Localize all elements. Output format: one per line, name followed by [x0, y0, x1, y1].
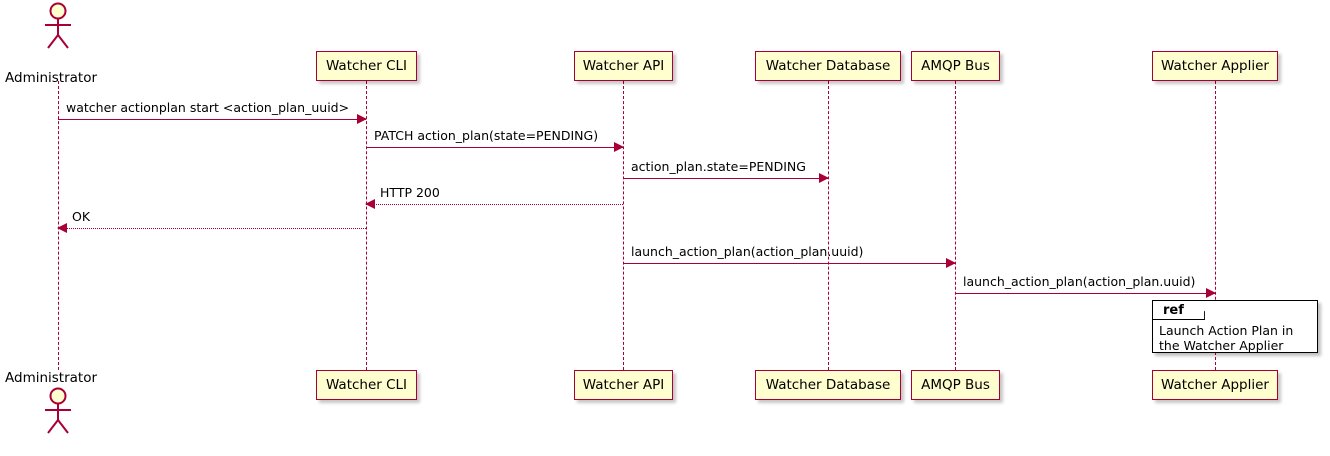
message-arrowhead	[57, 223, 67, 233]
actor-label-top-administrator: Administrator	[5, 70, 98, 86]
lifeline-watcher-applier	[1215, 81, 1216, 370]
message-label: action_plan.state=PENDING	[631, 159, 806, 174]
participant-label: AMQP Bus	[921, 377, 990, 393]
message-line	[58, 228, 366, 229]
lifeline-amqp-bus	[955, 81, 956, 370]
message-line	[366, 204, 623, 205]
message-line	[366, 147, 623, 148]
message-arrowhead	[946, 258, 956, 268]
participant-top-amqp-bus[interactable]: AMQP Bus	[911, 51, 1000, 81]
participant-top-watcher-api[interactable]: Watcher API	[574, 51, 673, 81]
message-label: HTTP 200	[380, 185, 440, 200]
participant-label: Watcher CLI	[325, 58, 408, 74]
participant-label: Watcher Database	[765, 377, 891, 393]
message-label: launch_action_plan(action_plan.uuid)	[631, 244, 864, 259]
participant-bottom-watcher-applier[interactable]: Watcher Applier	[1152, 370, 1278, 400]
participant-label: Watcher Database	[765, 58, 891, 74]
message-label: OK	[72, 209, 91, 224]
participant-label: Watcher API	[582, 58, 665, 74]
actor-figure-bottom-administrator[interactable]	[35, 387, 81, 435]
message-arrowhead	[819, 173, 829, 183]
participant-label: Watcher CLI	[325, 377, 408, 393]
participant-top-watcher-applier[interactable]: Watcher Applier	[1152, 51, 1278, 81]
message-arrowhead	[365, 199, 375, 209]
lifeline-watcher-api	[623, 81, 624, 370]
message-line	[623, 178, 828, 179]
message-label: watcher actionplan start <action_plan_uu…	[66, 100, 350, 115]
participant-label: Watcher API	[582, 377, 665, 393]
participant-bottom-watcher-cli[interactable]: Watcher CLI	[316, 370, 417, 400]
message-arrowhead	[614, 142, 624, 152]
message-label: launch_action_plan(action_plan.uuid)	[963, 274, 1196, 289]
message-label: PATCH action_plan(state=PENDING)	[374, 128, 599, 143]
participant-bottom-amqp-bus[interactable]: AMQP Bus	[911, 370, 1000, 400]
lifeline-watcher-cli	[366, 81, 367, 370]
participant-bottom-watcher-api[interactable]: Watcher API	[574, 370, 673, 400]
participant-label: Watcher Applier	[1161, 58, 1269, 74]
lifeline-watcher-database	[828, 81, 829, 370]
fragment-tab-label: ref	[1153, 301, 1205, 320]
message-arrowhead	[357, 114, 367, 124]
participant-label: AMQP Bus	[921, 58, 990, 74]
actor-label-bottom-administrator: Administrator	[5, 370, 98, 386]
participant-top-watcher-cli[interactable]: Watcher CLI	[316, 51, 417, 81]
actor-figure-top-administrator[interactable]	[35, 2, 81, 50]
message-line	[58, 119, 366, 120]
participant-bottom-watcher-database[interactable]: Watcher Database	[755, 370, 901, 400]
fragment-body-text: Launch Action Plan in the Watcher Applie…	[1159, 323, 1294, 353]
participant-label: Watcher Applier	[1161, 377, 1269, 393]
participant-top-watcher-database[interactable]: Watcher Database	[755, 51, 901, 81]
message-line	[623, 263, 955, 264]
message-arrowhead	[1206, 288, 1216, 298]
message-line	[955, 293, 1215, 294]
